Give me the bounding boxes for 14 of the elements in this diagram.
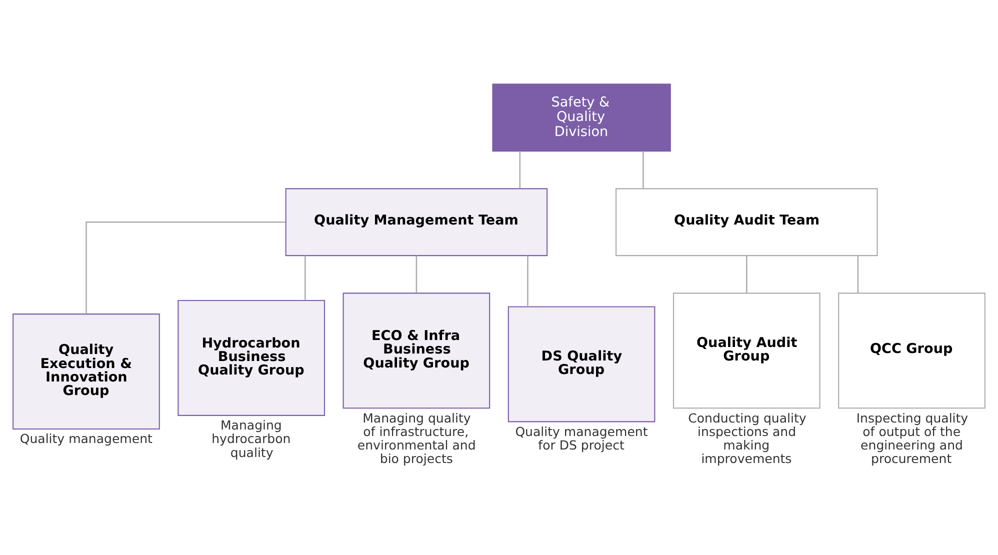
node-label: Managing hydrocarbon quality — [212, 418, 291, 460]
connector — [642, 151, 644, 189]
node-label: Quality management for DS project — [515, 424, 648, 453]
node-label: Inspecting quality of output of the engineering and procurement — [856, 410, 968, 466]
connector — [519, 151, 521, 189]
node-label: Quality management — [20, 431, 152, 446]
connector — [304, 256, 306, 300]
connector — [86, 221, 286, 314]
connector — [857, 256, 859, 293]
node-label: Managing quality of infrastructure, environmental and bio projects — [357, 410, 476, 466]
connector — [746, 256, 748, 293]
connector — [416, 256, 418, 293]
connector — [527, 256, 528, 307]
node-label: Conducting quality inspections and making improvements — [688, 410, 806, 466]
